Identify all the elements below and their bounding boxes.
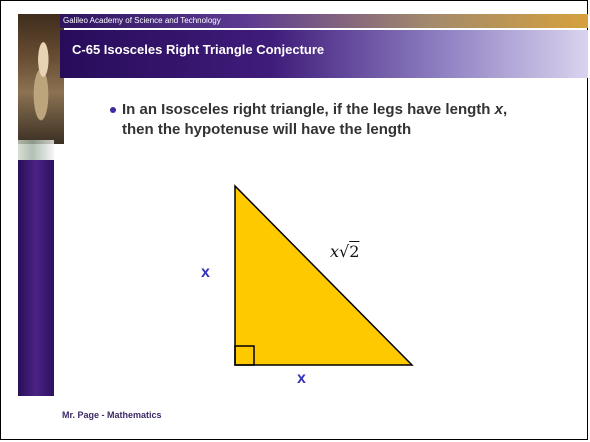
bullet-text: In an Isosceles right triangle, if the l…	[122, 100, 517, 140]
galileo-portrait-image	[18, 14, 64, 144]
left-decor-bar	[18, 160, 54, 396]
bottom-leg-label: x	[297, 370, 306, 387]
bullet-text-part2: , then the hypotenuse will have the leng…	[122, 101, 508, 138]
academy-name: Galileo Academy of Science and Technolog…	[63, 16, 221, 25]
bullet-variable: x	[494, 101, 503, 118]
title-bar	[60, 30, 588, 78]
hypotenuse-radicand: 2	[349, 242, 360, 261]
hypotenuse-label: x√2	[330, 242, 359, 261]
header-strip	[60, 14, 588, 28]
footer-text: Mr. Page - Mathematics	[62, 410, 162, 420]
hypotenuse-variable: x	[330, 242, 340, 261]
slide-title: C-65 Isosceles Right Triangle Conjecture	[72, 42, 325, 57]
bullet-icon	[110, 107, 116, 113]
bullet-text-part1: In an Isosceles right triangle, if the l…	[122, 101, 495, 118]
right-angle-marker	[234, 345, 255, 366]
left-leg-label: x	[201, 264, 210, 281]
sqrt-icon: √	[339, 242, 350, 261]
isosceles-right-triangle	[234, 184, 414, 366]
